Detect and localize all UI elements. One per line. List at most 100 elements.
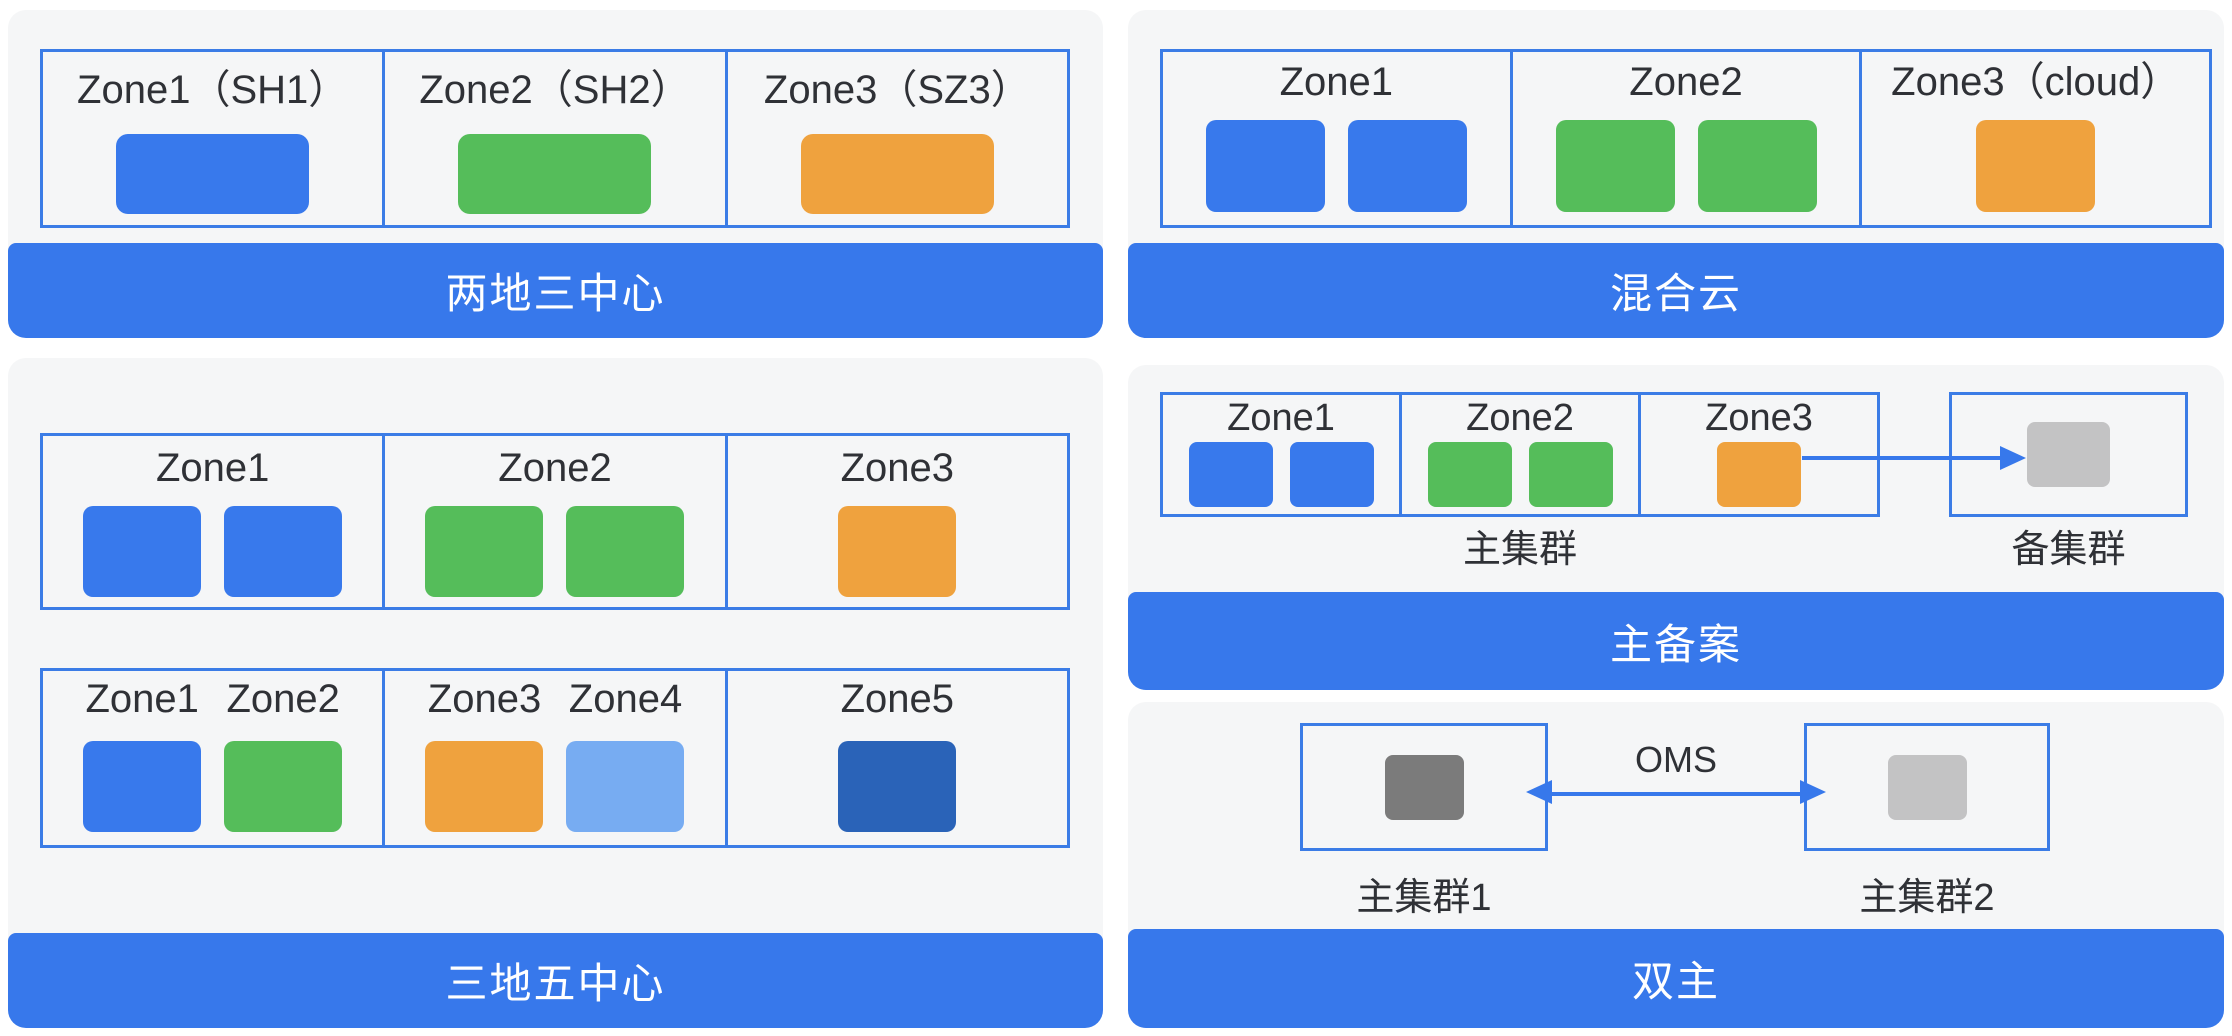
replica-box [1347,120,1467,212]
zone-cell-zone3: Zone3 [1638,395,1877,514]
zone-cell-zone2: Zone2 [1399,395,1638,514]
zone-cell-zone5: Zone5 [724,671,1067,845]
primary-cluster2-box [1804,723,2050,851]
replica-box [224,741,343,832]
zone-cell-zone2-sh2: Zone2（SH2） [382,52,724,225]
replica-box [838,506,957,597]
arrow-left-icon [1526,780,1552,804]
zone-cell-zone2: Zone2 [382,436,724,607]
replica-box [1976,120,2096,212]
zone-label: Zone3 [840,446,955,490]
replica-box [425,506,544,597]
panel-primary-backup: Zone1 Zone2 Zone3 主集群 备集群 主备案 [1128,365,2224,690]
zone-label: Zone2 [1629,60,1743,104]
zone-label: Zone3 [427,677,542,721]
zone-label: Zone3（cloud） [1891,60,2181,104]
backup-cluster-box [1949,392,2188,517]
zone-label: Zone2 [498,446,612,490]
replica-box [1289,442,1374,507]
zone-cell-zone3-zone4: Zone3 Zone4 [382,671,724,845]
replica-box [566,506,685,597]
zone-cell-zone3-sz3: Zone3（SZ3） [724,52,1067,225]
replica-box-row [116,134,310,214]
replica-box-row [425,506,685,597]
panel-hybrid-cloud: Zone1 Zone2 Zone3（cloud） 混合云 [1128,10,2224,338]
zone-pair: Zone5 [838,671,957,832]
backup-cluster-label: 备集群 [2011,529,2126,571]
zone-label: Zone1 [1279,60,1394,104]
replica-box [838,741,957,832]
primary-cluster1-label: 主集群1 [1356,877,1492,919]
zone-label: Zone1 [155,446,270,490]
banner-two-region-three-center: 两地三中心 [8,243,1103,338]
banner-hybrid-cloud: 混合云 [1128,243,2224,338]
replica-box-row [1427,442,1613,507]
replica-box-row [1717,442,1801,507]
arrow-right-icon [1800,780,1826,804]
replica-box [1555,120,1675,212]
zone-cell-zone1-sh1: Zone1（SH1） [43,52,382,225]
zone-label: Zone1 [1227,397,1335,439]
primary-cluster-label: 主集群 [1462,529,1577,571]
zone-label: Zone3 [1705,397,1813,439]
banner-three-region-five-center: 三地五中心 [8,933,1103,1028]
zone-label: Zone4 [568,677,683,721]
primary-cluster2-label: 主集群2 [1859,877,1995,919]
replica-box-row [458,134,652,214]
replica-box [1205,120,1325,212]
replica-box-row [838,506,957,597]
cluster1-replica-box [1384,754,1464,820]
zone-cell-zone1: Zone1 [1163,52,1510,225]
panel-dual-primary: OMS 主集群1 主集群2 双主 [1128,702,2224,1028]
zone-row: Zone1（SH1） Zone2（SH2） Zone3（SZ3） [40,49,1070,228]
zone-row: Zone1 Zone2 Zone3（cloud） [1160,49,2212,228]
zone-label: Zone3（SZ3） [763,68,1031,112]
sync-arrow-line [1548,792,1802,796]
replica-box-row [1205,120,1467,212]
zone-pair: Zone4 [566,671,685,832]
zone-label: Zone2 [226,677,340,721]
replica-box-row [1976,120,2096,212]
banner-dual-primary: 双主 [1128,929,2224,1028]
replication-arrow-line [1802,456,2000,460]
replica-box [800,134,994,214]
backup-replica-box [2027,422,2110,487]
replica-box [566,741,685,832]
replica-box [1188,442,1273,507]
replica-box [116,134,310,214]
replica-box [425,741,544,832]
replica-box [1427,442,1512,507]
zone-cell-zone1: Zone1 [43,436,382,607]
replica-box-row [1188,442,1374,507]
zone-cell-zone1: Zone1 [1163,395,1399,514]
replica-box [224,506,343,597]
zone-cell-zone3: Zone3 [724,436,1067,607]
zone-pair: Zone1 [83,671,202,832]
replica-box [1697,120,1817,212]
replica-box [458,134,652,214]
zone-label: Zone2（SH2） [419,68,691,112]
replica-box-row [83,506,343,597]
zone-label: Zone2 [1466,397,1574,439]
zone-label: Zone1 [85,677,199,721]
arrow-right-icon [2000,446,2026,470]
zone-cell-zone2: Zone2 [1509,52,1860,225]
panel-two-region-three-center: Zone1（SH1） Zone2（SH2） Zone3（SZ3） 两地三中心 [8,10,1103,338]
replica-box-row [800,134,994,214]
primary-cluster-zone-row: Zone1 Zone2 Zone3 [1160,392,1880,517]
replica-box [83,741,202,832]
banner-primary-backup: 主备案 [1128,592,2224,690]
panel-three-region-five-center: Zone1 Zone2 Zone3 Zone1 Zone2 Zone3 [8,358,1103,1028]
zone-label: Zone5 [840,677,955,721]
replica-box [83,506,202,597]
zone-cell-zone3-cloud: Zone3（cloud） [1859,52,2209,225]
cluster2-replica-box [1887,754,1967,820]
zone-row-upper: Zone1 Zone2 Zone3 [40,433,1070,610]
zone-pair: Zone2 [224,671,343,832]
replica-box [1717,442,1801,507]
replica-box [1528,442,1613,507]
primary-cluster1-box [1300,723,1548,851]
oms-label: OMS [1634,739,1717,780]
zone-pair: Zone3 [425,671,544,832]
zone-label: Zone1（SH1） [77,68,349,112]
